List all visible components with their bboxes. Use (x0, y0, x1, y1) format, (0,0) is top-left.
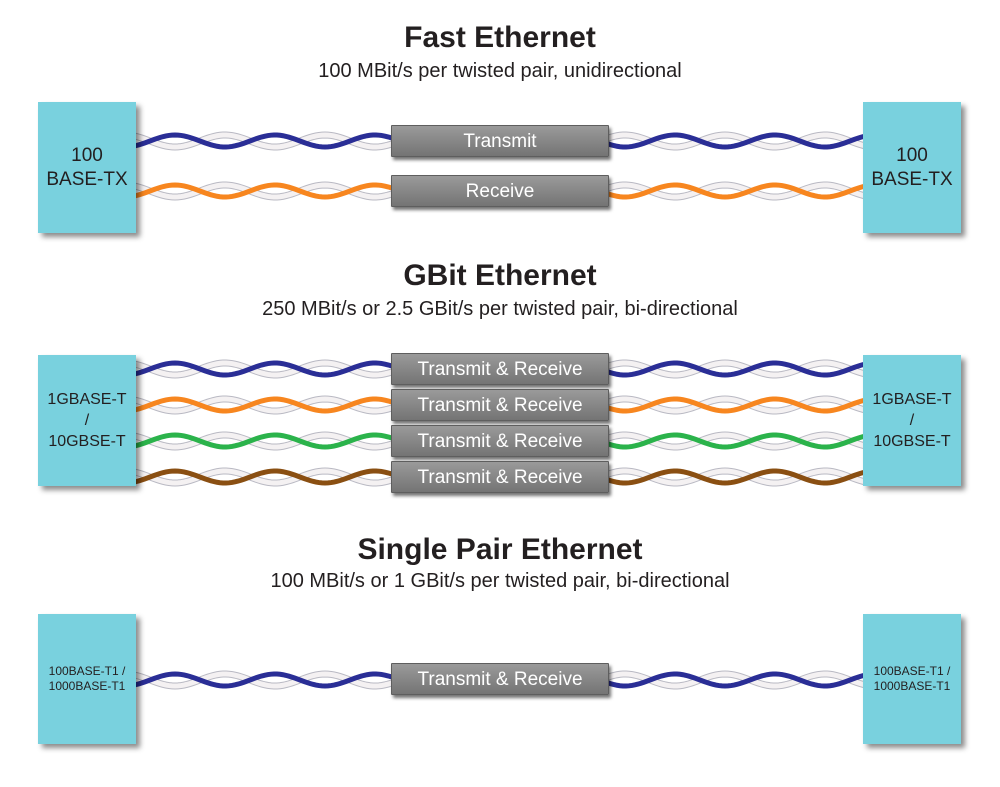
device-label-line: 100 (896, 144, 928, 166)
colored-wire (133, 432, 394, 450)
device-label-line: 100BASE-T1 / (48, 664, 126, 678)
device-label-line: / (84, 412, 90, 429)
device-label-line: 1GBASE-T (47, 391, 127, 408)
device-label-line: / (909, 412, 915, 429)
gbit-ethernet-title: GBit Ethernet (403, 259, 597, 292)
fast-ethernet-left-device: 100 BASE-TX (38, 102, 136, 233)
colored-wire (605, 132, 866, 150)
device-label-line: 1GBASE-T (872, 391, 952, 408)
single-pair-ethernet-title: Single Pair Ethernet (357, 533, 643, 566)
colored-wire (605, 360, 866, 378)
colored-wire (133, 182, 394, 200)
colored-wire (605, 671, 866, 689)
gbit-ethernet-right-device: 1GBASE-T / 10GBSE-T (863, 355, 961, 486)
transmit-label: Transmit (391, 125, 609, 157)
colored-wire (133, 468, 394, 486)
transmit-receive-label: Transmit & Receive (391, 353, 609, 385)
single-pair-right-device: 100BASE-T1 / 1000BASE-T1 (863, 614, 961, 744)
receive-label: Receive (391, 175, 609, 207)
colored-wire (133, 360, 394, 378)
single-pair-ethernet-subtitle: 100 MBit/s or 1 GBit/s per twisted pair,… (270, 570, 730, 592)
colored-wire (133, 671, 394, 689)
device-label-line: 100 (71, 144, 103, 166)
colored-wire (133, 396, 394, 414)
device-label-line: 100BASE-T1 / (873, 664, 951, 678)
colored-wire (605, 396, 866, 414)
device-label-line: 1000BASE-T1 (873, 679, 951, 693)
transmit-receive-label: Transmit & Receive (391, 425, 609, 457)
colored-wire (605, 468, 866, 486)
transmit-receive-label: Transmit & Receive (391, 461, 609, 493)
colored-wire (133, 132, 394, 150)
device-label-line: BASE-TX (46, 168, 128, 190)
single-pair-left-device: 100BASE-T1 / 1000BASE-T1 (38, 614, 136, 744)
device-label-line: 1000BASE-T1 (48, 679, 126, 693)
transmit-receive-label: Transmit & Receive (391, 389, 609, 421)
transmit-receive-label: Transmit & Receive (391, 663, 609, 695)
device-label-line: 10GBSE-T (873, 433, 951, 450)
fast-ethernet-title: Fast Ethernet (404, 21, 596, 54)
device-label-line: 10GBSE-T (48, 433, 126, 450)
colored-wire (605, 432, 866, 450)
gbit-ethernet-left-device: 1GBASE-T / 10GBSE-T (38, 355, 136, 486)
gbit-ethernet-subtitle: 250 MBit/s or 2.5 GBit/s per twisted pai… (262, 298, 738, 320)
colored-wire (605, 182, 866, 200)
fast-ethernet-subtitle: 100 MBit/s per twisted pair, unidirectio… (318, 60, 682, 82)
device-label-line: BASE-TX (871, 168, 953, 190)
fast-ethernet-right-device: 100 BASE-TX (863, 102, 961, 233)
